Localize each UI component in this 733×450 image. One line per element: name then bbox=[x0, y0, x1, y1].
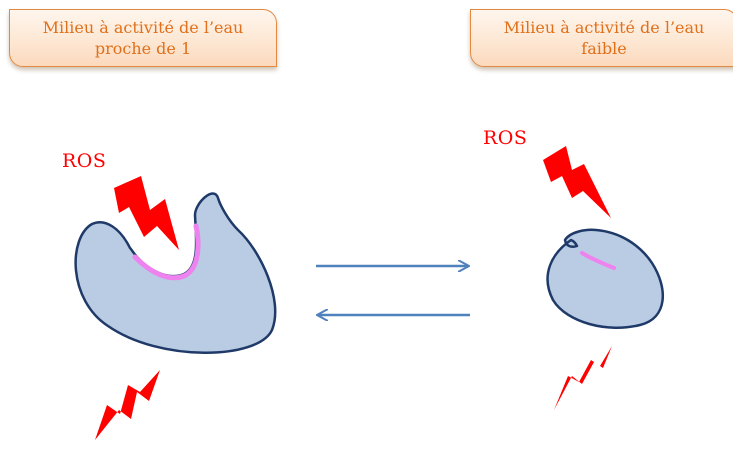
ros-label-right: ROS bbox=[483, 127, 528, 149]
active-site-compact bbox=[580, 251, 616, 270]
banner-low-water-activity-text: Milieu à activité de l’eau faible bbox=[504, 17, 705, 59]
lightning-bolt-left-top bbox=[114, 176, 179, 250]
lightning-bolt-right-bottom bbox=[554, 346, 612, 410]
protein-compact bbox=[546, 228, 665, 329]
banner-left-line2: proche de 1 bbox=[94, 39, 192, 58]
banner-left-line1: Milieu à activité de l’eau bbox=[42, 18, 244, 37]
ros-label-left: ROS bbox=[62, 150, 107, 172]
banner-high-water-activity-text: Milieu à activité de l’eau proche de 1 bbox=[43, 17, 244, 59]
protein-open bbox=[74, 192, 277, 354]
lightning-bolt-right-top bbox=[543, 146, 611, 218]
banner-high-water-activity: Milieu à activité de l’eau proche de 1 bbox=[9, 9, 277, 67]
banner-right-line1: Milieu à activité de l’eau bbox=[503, 18, 705, 37]
lightning-bolt-left-bottom bbox=[95, 370, 160, 440]
active-site-open bbox=[132, 223, 201, 281]
banner-right-line2: faible bbox=[581, 39, 627, 58]
banner-low-water-activity: Milieu à activité de l’eau faible bbox=[470, 9, 733, 67]
